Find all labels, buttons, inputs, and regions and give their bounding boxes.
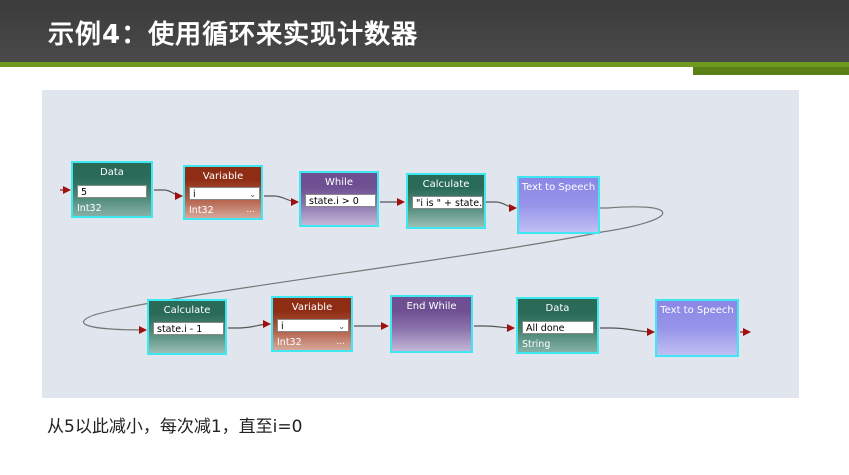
end-while-node[interactable]: End While <box>390 295 473 353</box>
calculate-node-decrement[interactable]: Calculate state.i - 1 <box>147 299 227 355</box>
node-title: Text to Speech <box>521 182 596 193</box>
wire-endwhile-data2 <box>474 323 515 332</box>
data-value-field[interactable]: 5 <box>77 185 147 198</box>
slide-caption: 从5以此减小，每次减1，直至i=0 <box>47 417 303 437</box>
variable-more-button[interactable]: ... <box>336 337 345 347</box>
data-type-label: String <box>522 339 551 350</box>
data-node-done[interactable]: Data All done String <box>516 297 599 354</box>
variable-type-label: Int32 <box>189 205 214 216</box>
variable-select-value: i <box>193 189 196 200</box>
text-to-speech-node-final[interactable]: Text to Speech <box>655 299 739 357</box>
node-title: Text to Speech <box>660 305 734 316</box>
calculate-expression-field[interactable]: "i is " + state.i <box>412 196 483 209</box>
wire-calc2-var2 <box>228 320 271 329</box>
header-accent-line <box>0 62 849 67</box>
node-title: Data <box>100 167 124 178</box>
wire-data1-var1 <box>154 189 183 200</box>
wire-calc1-tts1 <box>486 201 517 212</box>
while-node[interactable]: While state.i > 0 <box>299 171 379 227</box>
node-title: While <box>325 177 353 188</box>
node-title: Calculate <box>163 305 211 316</box>
chevron-down-icon: ⌄ <box>249 190 256 199</box>
node-title: End While <box>406 301 457 312</box>
node-title: Variable <box>202 171 244 182</box>
variable-select[interactable]: i ⌄ <box>189 187 260 200</box>
calculate-expression-field[interactable]: state.i - 1 <box>153 322 224 335</box>
data-type-label: Int32 <box>77 203 102 214</box>
data-node-start[interactable]: Data 5 Int32 <box>71 161 153 218</box>
while-condition-field[interactable]: state.i > 0 <box>305 194 376 207</box>
chevron-down-icon: ⌄ <box>338 322 345 331</box>
variable-node-init[interactable]: Variable i ⌄ Int32 ... <box>183 165 263 220</box>
header-accent-block <box>693 67 849 75</box>
data-value-field[interactable]: All done <box>522 321 594 334</box>
slide-header: 示例4：使用循环来实现计数器 <box>0 0 849 62</box>
diagram-canvas: Data 5 Int32 Variable i ⌄ Int32 ... Whil… <box>42 90 799 398</box>
slide-title: 示例4：使用循环来实现计数器 <box>48 20 419 50</box>
node-title: Variable <box>291 302 333 313</box>
calculate-node-message[interactable]: Calculate "i is " + state.i <box>406 173 486 229</box>
wire-data2-tts2 <box>600 327 655 336</box>
wire-var1-while <box>264 195 299 206</box>
node-title: Data <box>545 303 570 314</box>
variable-node-update[interactable]: Variable i ⌄ Int32 ... <box>271 296 353 352</box>
text-to-speech-node-loop[interactable]: Text to Speech <box>517 176 600 234</box>
variable-select[interactable]: i ⌄ <box>277 319 349 332</box>
variable-select-value: i <box>281 321 284 332</box>
variable-type-label: Int32 <box>277 337 302 348</box>
variable-more-button[interactable]: ... <box>246 205 255 215</box>
wire-tts1-calc2 <box>82 206 664 334</box>
node-title: Calculate <box>422 179 470 190</box>
wires-layer <box>60 186 751 336</box>
